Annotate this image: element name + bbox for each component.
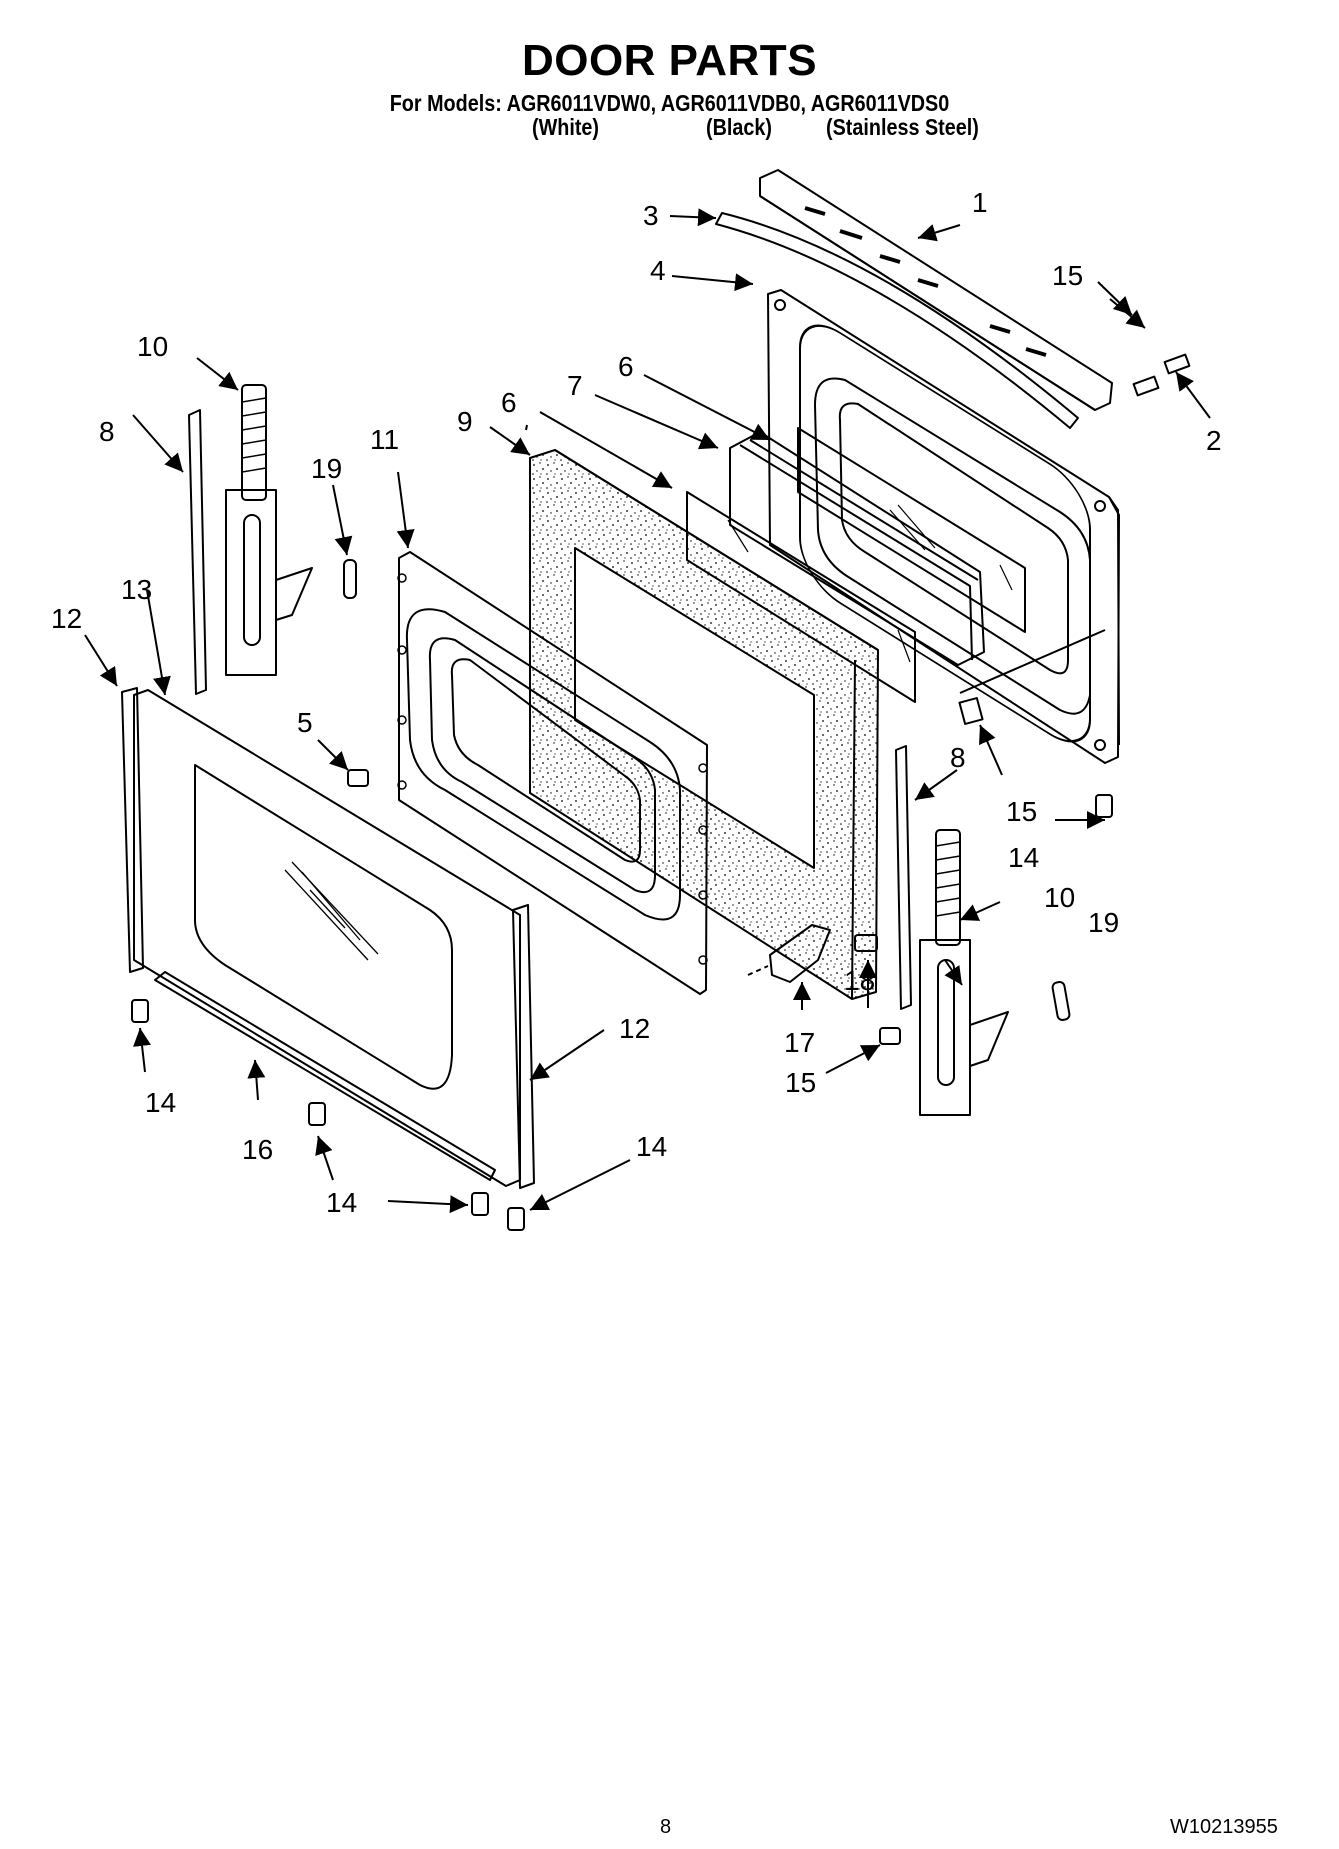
callout-label: 12 — [51, 603, 82, 634]
variant-stainless: (Stainless Steel) — [826, 114, 979, 140]
hinge-part — [225, 384, 313, 676]
screw-part — [1095, 794, 1113, 818]
callout-label: 2 — [1206, 425, 1222, 456]
callout-label: 14 — [145, 1087, 176, 1118]
callout-label: 17 — [784, 1027, 815, 1058]
leader-lines — [84, 208, 1211, 1214]
insulation-part — [529, 449, 879, 1000]
callout-label: 7 — [567, 370, 583, 401]
document-number: W10213955 — [1170, 1816, 1278, 1838]
hinge-receiver-part — [188, 409, 207, 695]
callout-label: 1 — [972, 187, 988, 218]
callout-label: 6 — [501, 387, 517, 418]
callout-label: 18 — [844, 965, 875, 996]
callout-label: 9 — [457, 406, 473, 437]
inner-panel-part — [397, 551, 708, 995]
callout-label: 8 — [950, 742, 966, 773]
bottom-trim-part — [154, 971, 496, 1181]
callout-label: 16 — [242, 1134, 273, 1165]
clip-part — [958, 697, 984, 725]
callout-label: 13 — [121, 574, 152, 605]
screw-part — [471, 1192, 489, 1216]
callout-label: 14 — [326, 1187, 357, 1218]
screw-part — [507, 1207, 525, 1231]
screw-part — [308, 1102, 326, 1126]
hinge-clip-part — [1051, 981, 1071, 1021]
screw-part — [879, 1027, 901, 1045]
callout-label: 19 — [1088, 907, 1119, 938]
callout-label: 14 — [636, 1131, 667, 1162]
hinge-clip-part — [343, 559, 357, 599]
handle-part — [715, 212, 1079, 429]
inner-door-part — [767, 289, 1120, 764]
bracket-part — [769, 924, 831, 983]
callout-label: 15 — [1052, 260, 1083, 291]
callout-label: 11 — [370, 424, 399, 455]
callout-label: 3 — [643, 200, 659, 231]
side-trim-part — [121, 687, 144, 973]
callout-label: 15 — [785, 1067, 816, 1098]
callout-label: 15 — [1006, 796, 1037, 827]
models-line: For Models: AGR6011VDW0, AGR6011VDB0, AG… — [389, 90, 950, 116]
callout-labels: 1 2 3 4 5 6 6 7 8 8 9 10 10 11 12 12 13 … — [51, 187, 1222, 1218]
side-trim-part — [512, 904, 535, 1189]
callout-label: 5 — [297, 707, 313, 738]
callout-label: 14 — [1008, 842, 1039, 873]
glass-glare — [889, 504, 1013, 591]
callout-label: 10 — [137, 331, 168, 362]
callout-label: 6 — [618, 351, 634, 382]
callout-label: 10 — [1044, 882, 1075, 913]
panel-trim-part — [759, 169, 1113, 411]
callout-label: 19 — [311, 453, 342, 484]
screw-part — [131, 999, 149, 1023]
variant-black: (Black) — [706, 114, 772, 140]
callout-label: 12 — [619, 1013, 650, 1044]
outer-glass-part — [133, 689, 521, 1187]
page-title: DOOR PARTS — [521, 36, 818, 85]
glass-pane-part — [797, 427, 1026, 633]
screw-part — [347, 769, 369, 787]
variant-white: (White) — [532, 114, 600, 140]
page-number: 8 — [660, 1816, 672, 1838]
hinge-part — [919, 829, 1009, 1116]
hinge-receiver-part — [895, 745, 912, 1010]
screw-part — [1132, 353, 1191, 397]
callout-label: 8 — [99, 416, 115, 447]
callout-label: 4 — [650, 255, 666, 286]
screw-part — [854, 934, 878, 952]
